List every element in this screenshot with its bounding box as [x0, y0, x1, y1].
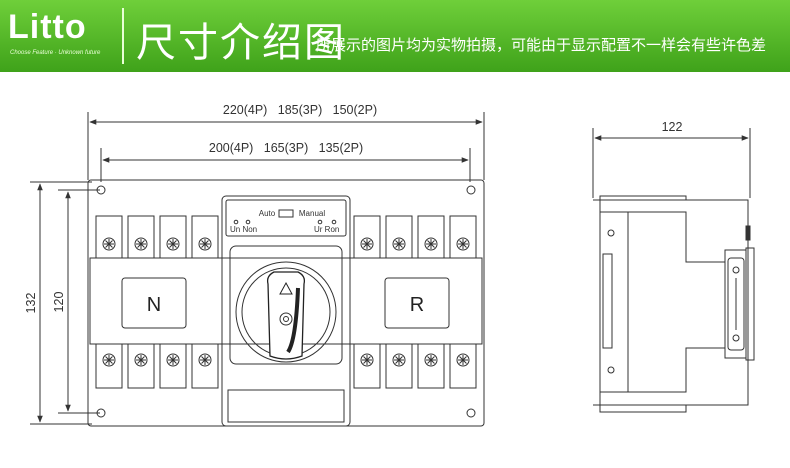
mount-hole-top-right — [466, 185, 476, 195]
terminals-left-bottom — [95, 343, 219, 389]
width-outer-label: 220(4P) 185(3P) 150(2P) — [223, 103, 377, 117]
height-outer-label: 132 — [24, 293, 38, 314]
logo-tagline: Choose Feature · Unknown future — [10, 50, 101, 56]
terminals-right-bottom — [353, 343, 477, 389]
width-inner-label: 200(4P) 165(3P) 135(2P) — [209, 141, 363, 155]
brand-logo: Litto Choose Feature · Unknown future — [8, 6, 118, 62]
front-view: N R Auto Manual Un Non Ur Ron — [87, 179, 485, 427]
height-dimension-inner: 120 — [52, 189, 100, 414]
mount-hole-bottom-right — [466, 408, 476, 418]
height-inner-label: 120 — [52, 292, 66, 313]
height-dimension-outer: 132 — [24, 181, 92, 425]
width-dimension-outer: 220(4P) 185(3P) 150(2P) — [87, 103, 485, 180]
mount-hole-top-left — [96, 185, 106, 195]
header-banner: Litto Choose Feature · Unknown future 尺寸… — [0, 0, 790, 72]
side-window-n: N — [121, 277, 187, 329]
page-title: 尺寸介绍图 — [136, 21, 346, 65]
side-window-r: R — [384, 277, 450, 329]
width-dimension-inner: 200(4P) 165(3P) 135(2P) — [100, 141, 471, 182]
manual-label: Manual — [299, 209, 325, 218]
side-label-n: N — [147, 294, 161, 316]
mount-hole-bottom-left — [96, 408, 106, 418]
terminals-left-top — [95, 215, 219, 259]
dimension-drawing: 220(4P) 185(3P) 150(2P) 200(4P) 165(3P) … — [24, 103, 755, 427]
side-view: 122 — [592, 120, 755, 413]
logo-text: Litto — [8, 8, 87, 46]
center-module: Auto Manual Un Non Ur Ron — [221, 195, 351, 427]
auto-label: Auto — [259, 209, 276, 218]
warning-icon — [279, 281, 293, 295]
terminals-right-top — [353, 215, 477, 259]
page-subtitle: 所展示的图片均为实物拍摄，可能由于显示配置不一样会有些许色差 — [316, 37, 767, 54]
header-divider — [122, 8, 124, 64]
mode-selector — [278, 209, 294, 218]
indicator-left-label: Un Non — [230, 225, 257, 234]
side-label-r: R — [410, 294, 424, 316]
depth-label: 122 — [662, 120, 683, 134]
indicator-right-label: Ur Ron — [314, 225, 339, 234]
rotary-handle — [266, 271, 306, 360]
